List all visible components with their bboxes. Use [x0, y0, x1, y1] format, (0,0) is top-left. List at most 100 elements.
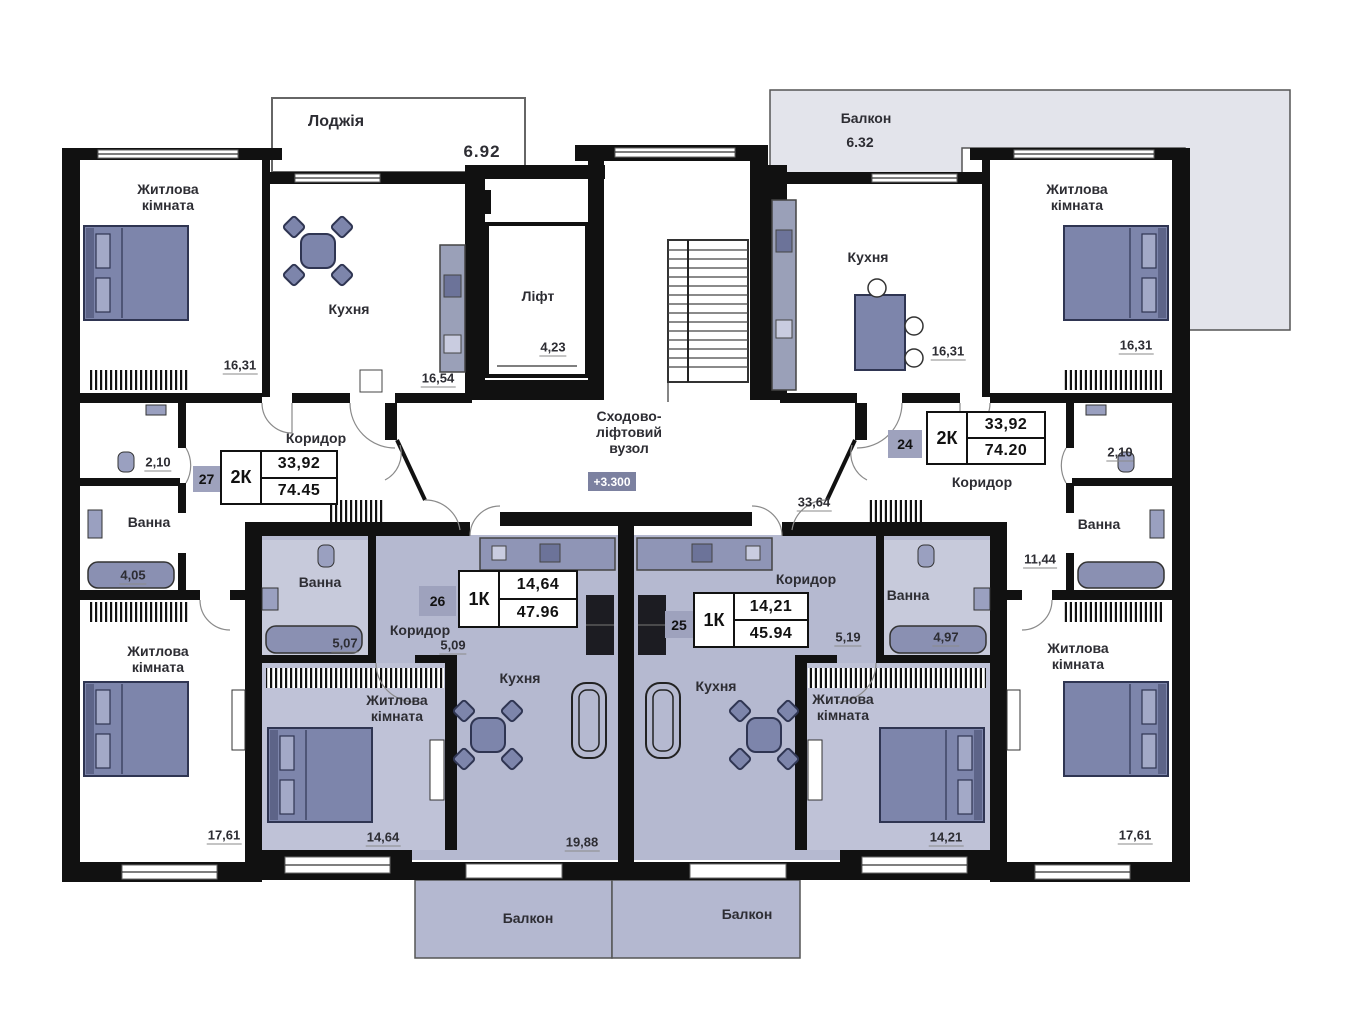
wall	[262, 655, 376, 663]
wall	[750, 160, 768, 400]
bed-icon	[83, 225, 189, 321]
door-swing	[424, 499, 461, 531]
a27-bath-area: 4,05	[119, 567, 147, 585]
a25-type: 1К	[695, 594, 735, 646]
wall	[80, 393, 262, 403]
a24-type: 2К	[928, 413, 968, 463]
stool-icon	[867, 278, 887, 298]
a27-room2-label: Житлова кімната	[127, 643, 189, 675]
a26-room-label: Житлова кімната	[366, 692, 428, 724]
a27-room2-area: 17,61	[206, 827, 242, 845]
door-swing	[375, 662, 416, 703]
a25-balcony-label: Балкон	[721, 906, 773, 922]
a25-number-tag: 25	[665, 611, 693, 638]
wall	[230, 590, 250, 600]
stair-flight	[667, 239, 749, 383]
sofa-icon	[571, 682, 607, 759]
a24-corridor-area: 11,44	[1023, 551, 1057, 569]
balcony-top-right	[769, 89, 1291, 331]
wall	[178, 483, 186, 513]
a27-number-tag: 27	[193, 466, 220, 492]
radiator-icon	[88, 370, 188, 390]
stool-icon	[904, 348, 924, 368]
a26-bath-area: 5,07	[331, 635, 359, 653]
bathtub-icon	[87, 561, 175, 589]
a27-living-area: 33,92	[262, 452, 336, 479]
a26-type: 1К	[460, 572, 500, 626]
left-half	[62, 148, 626, 882]
balcony-top-label: Балкон	[840, 110, 892, 126]
loggia	[271, 97, 526, 173]
bathtub-icon	[265, 625, 363, 654]
a26-room-area: 14,64	[365, 829, 401, 847]
a25-corridor-label: Коридор	[775, 571, 837, 587]
loggia-area: 6.92	[463, 142, 501, 161]
toilet-icon	[317, 544, 335, 568]
a26-kitchen-area: 19,88	[564, 834, 600, 852]
a27-info-box: 2К 33,92 74.45	[220, 450, 338, 505]
sofa-seat	[578, 689, 600, 752]
toilet-icon	[117, 451, 135, 473]
stair-treads	[668, 249, 748, 368]
hob-icon	[539, 543, 561, 563]
a24-info-box: 2К 33,92 74.20	[926, 411, 1046, 465]
lobby-wall	[825, 439, 857, 501]
stool-icon	[904, 316, 924, 336]
wall	[178, 553, 186, 598]
stair-lift-core	[384, 145, 868, 531]
elevator-shaft	[485, 222, 589, 378]
a26-corridor-label: Коридор	[389, 622, 451, 638]
wall	[62, 148, 80, 882]
stair-node-area: 33,64	[796, 494, 832, 512]
wall	[500, 512, 626, 526]
bed-icon	[267, 727, 373, 823]
sink-icon	[443, 334, 462, 354]
door-swing	[261, 402, 293, 434]
loggia-label: Лоджія	[307, 113, 365, 130]
elevator-label: Ліфт	[521, 288, 555, 304]
lobby-wall	[395, 439, 427, 501]
a27-kitchen-area: 16,54	[420, 370, 456, 388]
a26-balcony-label: Балкон	[502, 910, 554, 926]
radiator-icon	[266, 668, 444, 688]
a27-corridor-label: Коридор	[285, 430, 347, 446]
a24-corridor-label: Коридор	[951, 474, 1013, 490]
wall	[292, 393, 350, 403]
a25-room-label: Житлова кімната	[812, 691, 874, 723]
a27-kitchen-label: Кухня	[328, 301, 370, 317]
a26-number-tag: 26	[419, 586, 456, 616]
wall	[618, 526, 626, 880]
wall	[368, 536, 376, 655]
wall	[385, 403, 397, 440]
elevator-area: 4,23	[539, 339, 567, 357]
a26-corridor-area: 5,09	[439, 637, 467, 655]
a27-room1-label: Житлова кімната	[137, 181, 199, 213]
a24-number-tag: 24	[888, 430, 922, 458]
sink-icon	[491, 545, 507, 561]
a27-bath-label: Ванна	[127, 514, 171, 530]
a25-bath-area: 4,97	[932, 629, 960, 647]
sink-icon	[87, 509, 103, 539]
radiator-icon	[88, 602, 188, 622]
stair-node-label: Сходово- ліфтовий вузол	[596, 408, 662, 456]
a25-areas: 14,21 45.94	[735, 594, 807, 646]
balcony-bottom-left	[414, 879, 613, 959]
sink-icon	[145, 404, 167, 416]
balcony-top-area: 6.32	[846, 134, 874, 150]
a26-bath-label: Ванна	[298, 574, 342, 590]
sink-icon	[261, 587, 279, 611]
wall	[415, 655, 457, 663]
a25-corridor-area: 5,19	[834, 629, 862, 647]
fridge-icon	[359, 369, 383, 393]
wall	[178, 403, 186, 448]
a27-areas: 33,92 74.45	[262, 452, 336, 503]
a24-room2-area: 17,61	[1117, 827, 1153, 845]
a26-areas: 14,64 47.96	[500, 572, 576, 626]
a25-total-area: 45.94	[749, 624, 793, 642]
wall	[262, 160, 270, 397]
door-swing	[185, 447, 192, 484]
a24-living-area: 33,92	[968, 413, 1044, 439]
a24-room2-label: Житлова кімната	[1047, 640, 1109, 672]
wall	[588, 160, 604, 400]
